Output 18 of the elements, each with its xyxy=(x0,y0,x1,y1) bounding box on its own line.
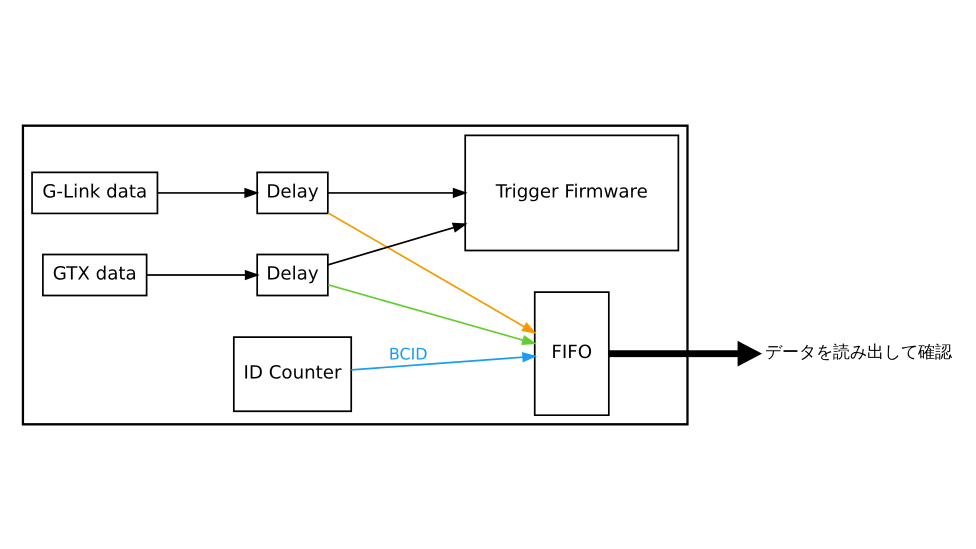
cluster xyxy=(22,124,689,425)
arrow xyxy=(608,340,762,366)
edge-label: BCID xyxy=(388,344,428,364)
arrow xyxy=(328,283,537,344)
node-box: FIFO xyxy=(534,290,610,416)
arrow xyxy=(351,352,538,370)
node-box: Delay xyxy=(256,171,329,214)
node-box: Trigger Firmware xyxy=(464,134,680,251)
node-box: GTX data xyxy=(42,253,148,296)
edge-label: データを読み出して確認 xyxy=(764,342,952,362)
arrow xyxy=(146,269,260,280)
arrow xyxy=(328,212,537,334)
node-box: Delay xyxy=(256,253,329,296)
arrow xyxy=(158,187,260,198)
arrow xyxy=(328,187,468,198)
node-box: G-Link data xyxy=(31,171,158,214)
node-box: ID Counter xyxy=(232,336,352,412)
arrow xyxy=(328,222,468,266)
